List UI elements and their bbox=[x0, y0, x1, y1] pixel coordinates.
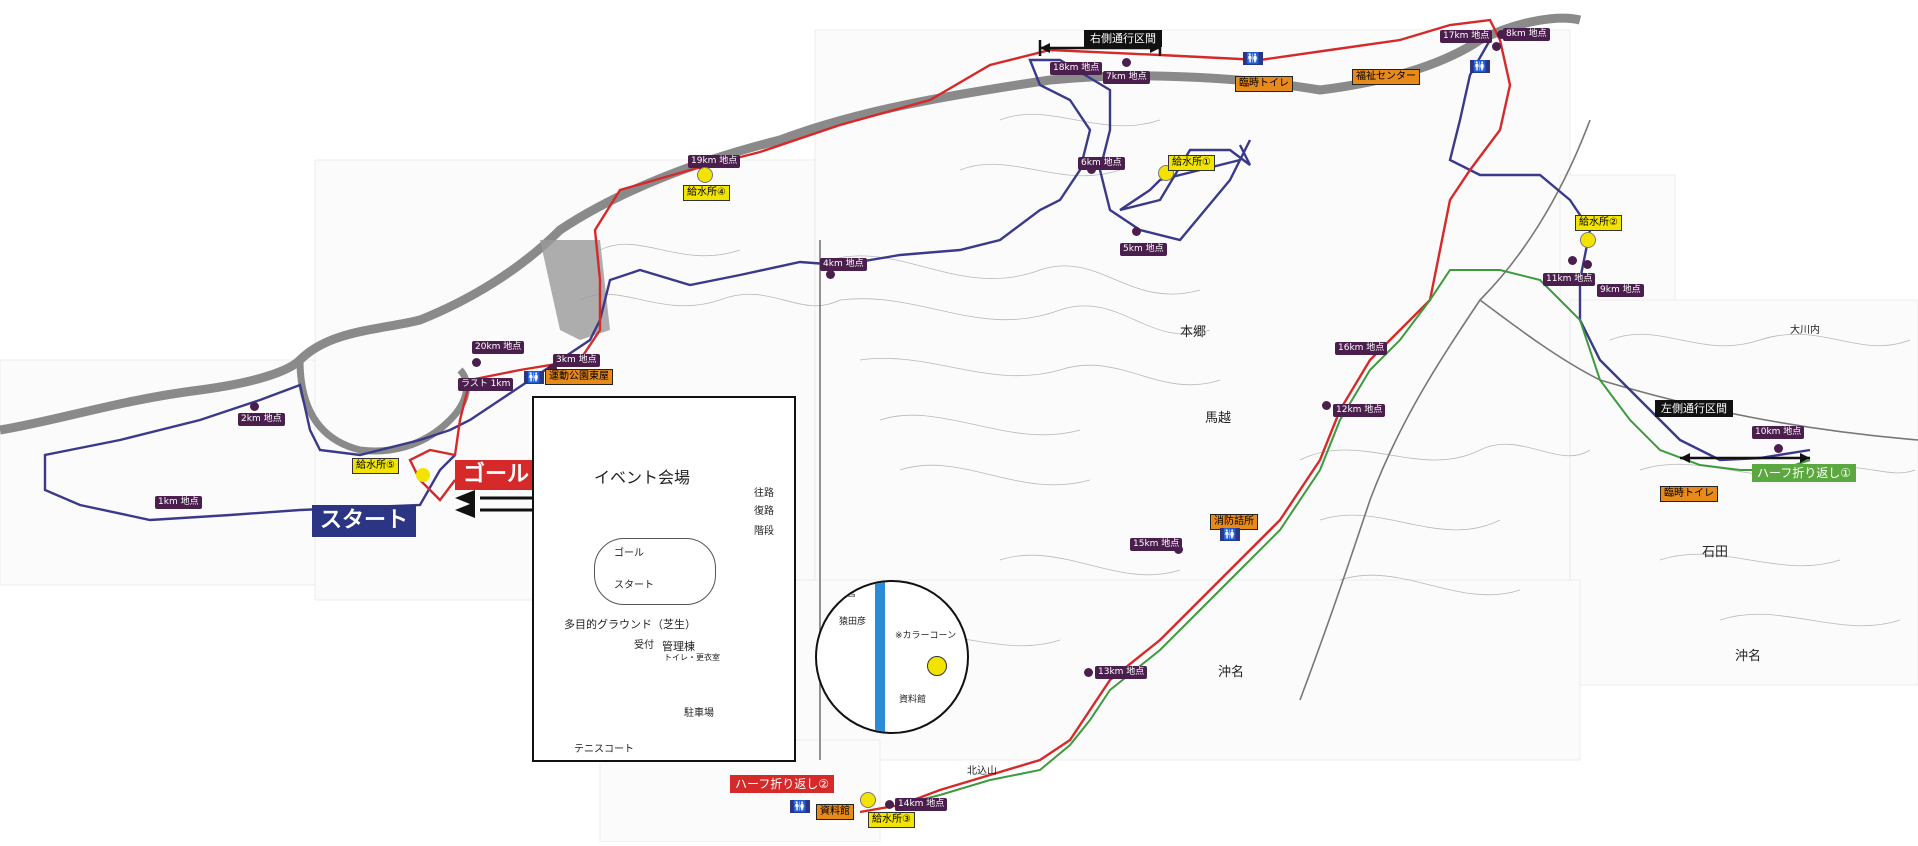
sports-park-arbor: 運動公園東屋 bbox=[545, 369, 613, 385]
half-route bbox=[899, 269, 1811, 806]
goal-label: ゴール bbox=[455, 460, 538, 490]
km5-label: 5km 地点 bbox=[1120, 243, 1167, 256]
inset-legend-stairs: 階段 bbox=[754, 526, 774, 537]
km9-dot bbox=[1583, 260, 1592, 269]
full-route bbox=[408, 18, 1512, 814]
inset-legend-outbound: 往路 bbox=[754, 488, 774, 499]
inset-sub-note: トイレ・更衣室 bbox=[664, 653, 720, 662]
km14-label: 14km 地点 bbox=[895, 798, 948, 811]
km17-dot bbox=[1492, 42, 1501, 51]
km6-label: 6km 地点 bbox=[1078, 157, 1125, 170]
ws1-label: 給水所① bbox=[1168, 155, 1215, 171]
keep-left-section: 左側通行区間 bbox=[1655, 400, 1733, 417]
detail-circle-inset: 宮 猿田彦 ※カラーコーン 資料館 bbox=[815, 580, 969, 734]
start-label: スタート bbox=[312, 505, 417, 537]
keep-right-section: 右側通行区間 bbox=[1084, 30, 1162, 47]
km11-dot bbox=[1568, 256, 1577, 265]
inset-tennis: テニスコート bbox=[574, 744, 634, 755]
km13-label: 13km 地点 bbox=[1095, 666, 1148, 679]
km7-dot bbox=[1122, 58, 1131, 67]
km3-label: 3km 地点 bbox=[553, 354, 600, 367]
km8-dot bbox=[1497, 30, 1506, 39]
km9-label: 9km 地点 bbox=[1597, 284, 1644, 297]
km12-label: 12km 地点 bbox=[1333, 404, 1386, 417]
goal-dot bbox=[416, 468, 430, 482]
km17-label: 17km 地点 bbox=[1440, 30, 1493, 43]
welfare-center: 福祉センター bbox=[1352, 69, 1420, 85]
temp-toilet-1: 臨時トイレ bbox=[1235, 76, 1293, 92]
place-kitakomiyama: 北込山 bbox=[967, 766, 997, 777]
toilet-icon: 🚻 bbox=[1243, 52, 1263, 65]
half-turnaround-1: ハーフ折り返し① bbox=[1752, 464, 1857, 482]
ws3-label: 給水所③ bbox=[868, 812, 915, 828]
inset-place: 宮 bbox=[847, 589, 857, 599]
ws2-dot bbox=[1580, 232, 1596, 248]
km13-dot bbox=[1084, 668, 1093, 677]
toilet-icon: 🚻 bbox=[524, 371, 544, 384]
km4-label: 4km 地点 bbox=[820, 258, 867, 271]
km20-dot bbox=[472, 358, 481, 367]
toilet-icon: 🚻 bbox=[1470, 60, 1490, 73]
inset-goal: ゴール bbox=[614, 548, 644, 559]
outbound-route-east bbox=[1448, 39, 1811, 462]
km3-dot bbox=[548, 364, 557, 373]
km15-label: 15km 地点 bbox=[1130, 538, 1183, 551]
place-okawauchi: 大川内 bbox=[1790, 325, 1820, 336]
place-hongo: 本郷 bbox=[1180, 325, 1207, 340]
km10-dot bbox=[1774, 444, 1783, 453]
km18-label: 18km 地点 bbox=[1050, 62, 1103, 75]
ws3-dot bbox=[860, 792, 876, 808]
place-ishida: 石田 bbox=[1702, 545, 1729, 560]
km14-dot bbox=[885, 800, 894, 809]
km10-label: 10km 地点 bbox=[1752, 426, 1805, 439]
inset-admin: 管理棟 bbox=[662, 640, 695, 653]
km5-dot bbox=[1132, 227, 1141, 236]
inset-water-dot bbox=[927, 656, 947, 676]
km4-dot bbox=[826, 270, 835, 279]
contour-lines bbox=[579, 113, 1916, 647]
place-umakoshi: 馬越 bbox=[1205, 411, 1232, 426]
km2-label: 2km 地点 bbox=[238, 413, 285, 426]
km1-label: 1km 地点 bbox=[155, 496, 202, 509]
temp-toilet-2: 臨時トイレ bbox=[1660, 486, 1718, 502]
inset-shrine: 猿田彦 bbox=[839, 617, 867, 627]
inset-river bbox=[875, 582, 885, 732]
ws4-dot bbox=[697, 167, 713, 183]
ws4-label: 給水所④ bbox=[683, 185, 730, 201]
place-okina-1: 沖名 bbox=[1218, 665, 1245, 680]
km16-label: 16km 地点 bbox=[1335, 342, 1388, 355]
km2-dot bbox=[250, 402, 259, 411]
sports-park-area bbox=[540, 240, 610, 340]
ws5-label: 給水所⑤ bbox=[352, 458, 399, 474]
map-tiles bbox=[0, 29, 1918, 843]
toilet-icon: 🚻 bbox=[1220, 528, 1240, 541]
inset-title: イベント会場 bbox=[594, 468, 691, 487]
inset-museum: 資料館 bbox=[899, 695, 927, 705]
inset-track bbox=[594, 538, 716, 605]
km12-dot bbox=[1322, 401, 1331, 410]
last1km-label: ラスト 1km bbox=[458, 378, 514, 391]
inset-ground: 多目的グラウンド（芝生） bbox=[564, 618, 696, 631]
inset-start: スタート bbox=[614, 580, 654, 591]
km11-label: 11km 地点 bbox=[1543, 273, 1596, 286]
half-turnaround-2: ハーフ折り返し② bbox=[730, 775, 835, 793]
toilet-icon: 🚻 bbox=[790, 800, 810, 813]
start-goal-arrows bbox=[455, 490, 535, 518]
ws2-label: 給水所② bbox=[1575, 215, 1622, 231]
museum-label: 資料館 bbox=[816, 804, 854, 820]
km7-label: 7km 地点 bbox=[1103, 71, 1150, 84]
keep-left-bracket bbox=[1680, 453, 1810, 463]
inset-cone-note: ※カラーコーン bbox=[895, 631, 957, 641]
inset-reception: 受付 bbox=[634, 640, 654, 651]
km8-label: 8km 地点 bbox=[1503, 28, 1550, 41]
place-okina-2: 沖名 bbox=[1735, 649, 1762, 664]
inset-legend-return: 復路 bbox=[754, 506, 774, 517]
km19-label: 19km 地点 bbox=[688, 155, 741, 168]
event-venue-inset: イベント会場 往路 復路 階段 ゴール スタート 多目的グラウンド（芝生） 管理… bbox=[532, 396, 796, 762]
inset-parking: 駐車場 bbox=[684, 708, 714, 719]
km20-label: 20km 地点 bbox=[472, 341, 525, 354]
